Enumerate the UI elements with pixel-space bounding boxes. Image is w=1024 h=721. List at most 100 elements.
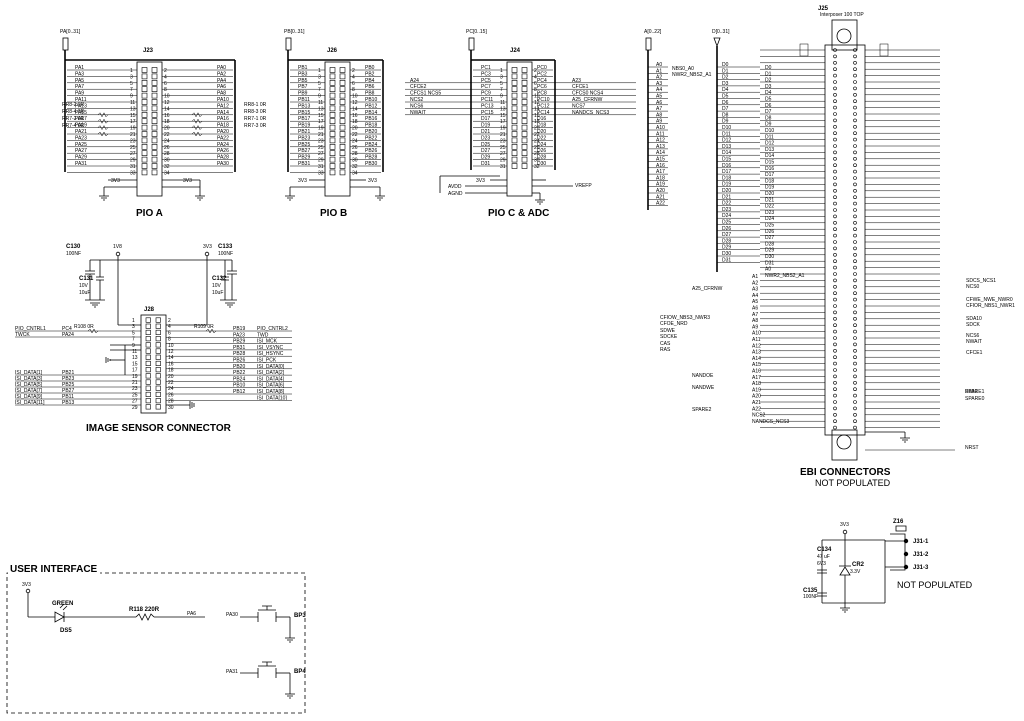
j23-pin-22 (151, 131, 158, 137)
j25-body (824, 44, 866, 436)
j26-pinnum: 4 (352, 74, 355, 80)
j28-pin-18 (155, 367, 161, 373)
j23-pin-28 (151, 150, 158, 156)
a-bus-line: A17 (656, 169, 665, 175)
j26-pinnum: 29 (318, 158, 324, 164)
j25-pin-left (833, 419, 837, 424)
j31-1: J31-1 (913, 539, 929, 545)
j26-pinnum: 19 (318, 126, 324, 132)
j23-right-net: PA20 (217, 129, 229, 135)
j31-body (890, 533, 906, 571)
j25-pin-right (853, 118, 857, 123)
j28-pinnum: 25 (132, 392, 138, 398)
j23-left-net: PA9 (75, 91, 84, 97)
j28-left-signal: PIO_CNTRL1 (15, 326, 46, 332)
j28-pin-20 (155, 373, 161, 379)
j28-pinnum: 7 (132, 337, 135, 343)
j28-pin-19 (145, 373, 151, 379)
j23-right-net: PA28 (217, 155, 229, 161)
j26-pinnum: 14 (352, 106, 358, 112)
j24-left-net: PC5 (481, 78, 491, 84)
c133-val: 100NF (218, 251, 233, 257)
j25-pin-right (853, 342, 857, 347)
j28-pinnum: 9 (132, 343, 135, 349)
j23-pin-6 (151, 80, 158, 86)
j26-pinnum: 21 (318, 132, 324, 138)
j26-body (324, 61, 351, 197)
j25-pin-right (853, 208, 857, 212)
bp3-symbol[interactable] (257, 605, 277, 622)
j24-pinnum: 11 (500, 100, 505, 106)
j25-data-net: D29 (765, 248, 774, 254)
j26-pin-30 (339, 156, 346, 163)
j25-func: NRST (965, 445, 979, 451)
j24-pin-13 (511, 105, 518, 112)
d-bus-line: D10 (722, 125, 731, 131)
j24-left-func: CFCS1 NCS5 (410, 91, 441, 97)
c130-symbol (85, 260, 95, 300)
j23-pinnum: 11 (130, 100, 135, 106)
j23-pin-18 (151, 118, 158, 124)
j26-left-net: PB17 (298, 116, 310, 122)
j26-pin-7 (329, 86, 336, 92)
j25-pin-right (853, 259, 857, 264)
bp4-net: PA31 (226, 669, 238, 675)
j26-pin-16 (339, 112, 346, 118)
bp4-symbol[interactable] (257, 661, 277, 678)
j25-addr-net: A1 (752, 274, 758, 280)
j24-pin-19 (511, 124, 518, 131)
j25-func: CFWE_NWE_NWR0 (966, 297, 1013, 303)
j28-left-pin: PA24 (62, 332, 74, 338)
j25-data-net: D23 (765, 210, 774, 216)
j25-pin-right (853, 73, 857, 78)
rr7-4-label: RR7-4 0R (62, 123, 85, 129)
j25-addr-net: A20 (752, 394, 761, 400)
j25-data-net: D25 (765, 223, 774, 229)
j23-pin-4 (151, 73, 158, 80)
j28-pin-25 (145, 391, 151, 398)
j25-pin-right (853, 112, 857, 116)
j23-left-net: PA11 (75, 97, 87, 103)
d-bus-line: D11 (722, 131, 731, 137)
z16-ref: Z16 (893, 519, 904, 525)
j24-pin-5 (511, 80, 518, 86)
a-bus-line: A18 (656, 175, 665, 181)
j24-pin-30 (521, 156, 528, 163)
j25-pin-left (833, 284, 837, 289)
j28-pinnum: 8 (168, 337, 171, 343)
j23-left-net: PA3 (75, 71, 84, 77)
j24-left-func: NCS2 (410, 97, 424, 103)
j25-pin-right (853, 361, 857, 366)
j26-pinnum: 10 (352, 94, 358, 100)
a-bus-line: A12 (656, 138, 665, 144)
j24-pin-9 (511, 92, 518, 99)
j25-pin-left (833, 208, 837, 212)
c132-ref: C132 (212, 276, 227, 282)
j25-pin-left (833, 118, 837, 123)
a-bus-line: A20 (656, 188, 665, 194)
c132-volt: 10V (212, 283, 222, 289)
j28-pin-14 (155, 354, 161, 360)
j25-pin-right (853, 131, 857, 135)
c131-ref: C131 (79, 276, 94, 282)
j26-right-net: PB8 (365, 91, 375, 97)
j25-pin-right (853, 297, 857, 302)
j28-pin-4 (155, 323, 161, 329)
j25-pin-right (853, 93, 857, 97)
j23-pinnum: 24 (164, 138, 170, 144)
j26-pin-28 (339, 150, 346, 156)
j26-right-net: PB18 (365, 123, 377, 129)
j25-pin-left (833, 304, 837, 308)
j24-pin-14 (521, 105, 528, 112)
j25-data-net: D27 (765, 235, 774, 241)
j23-left-net: PA27 (75, 148, 87, 154)
j24-pin-6 (521, 80, 528, 86)
j23-pinnum: 12 (164, 100, 170, 106)
j24-pinnum: 22 (534, 132, 540, 138)
j24-left-net: D29 (481, 155, 490, 161)
j28-pinnum: 13 (132, 355, 138, 361)
j23-pin-2 (151, 67, 158, 73)
j23-pin-13 (141, 105, 148, 112)
j25-pin-left (833, 189, 837, 193)
